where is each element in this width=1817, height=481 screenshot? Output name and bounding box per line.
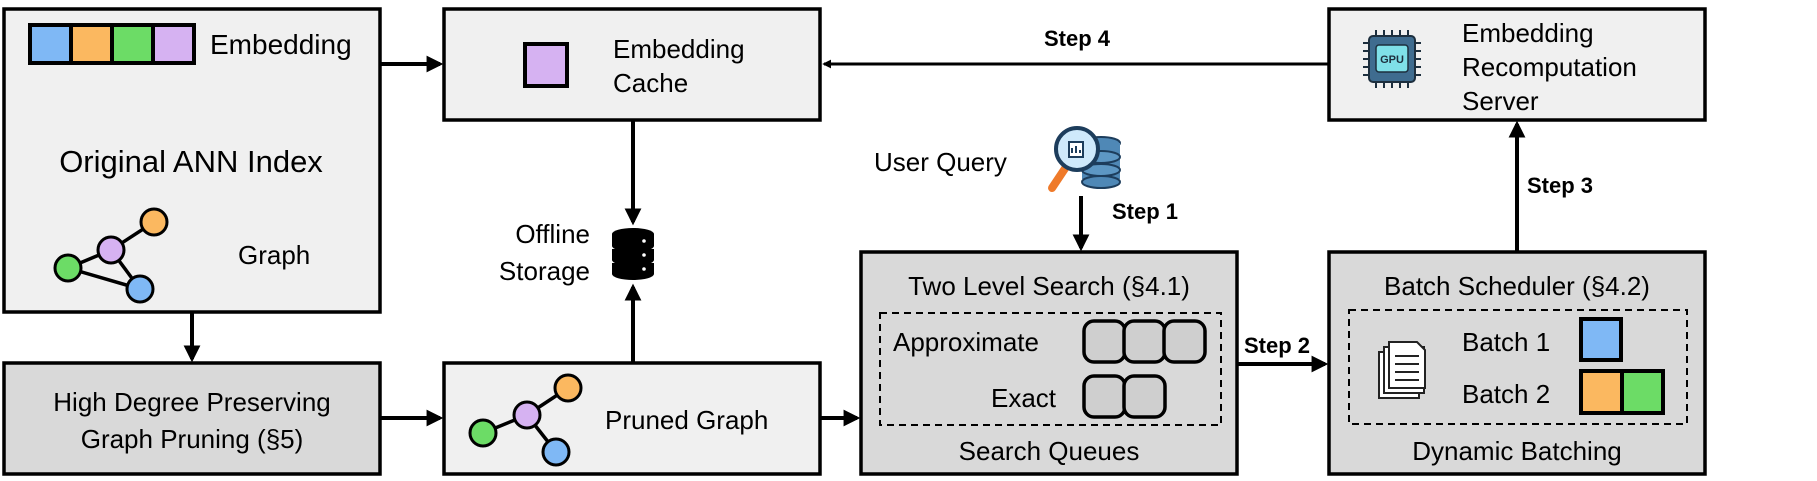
pruning-title-line1: High Degree Preserving [53, 387, 330, 417]
original-ann-index-box: Embedding Original ANN Index Graph [2, 7, 382, 314]
storage-label-line1: Offline [515, 219, 590, 249]
step1-label: Step 1 [1112, 199, 1178, 224]
exact-queue [1082, 374, 1167, 419]
gpu-chip-icon: GPU [1363, 30, 1421, 88]
search-queues-frame [879, 312, 1222, 426]
dynamic-batching-label: Dynamic Batching [1412, 436, 1622, 466]
approximate-label: Approximate [893, 327, 1039, 357]
pruned-graph-icon [468, 373, 583, 467]
dynamic-batching-frame [1348, 309, 1688, 425]
batch-scheduler-box: Batch Scheduler (§4.2) Batch 1 Batch 2 D… [1327, 250, 1707, 476]
batch2-block [1579, 369, 1665, 415]
two-level-search-box: Two Level Search (§4.1) Approximate Exac… [859, 250, 1239, 476]
step4-label: Step 4 [1044, 26, 1111, 51]
graph-pruning-box: High Degree Preserving Graph Pruning (§5… [2, 361, 382, 476]
batch2-label: Batch 2 [1462, 379, 1550, 409]
server-label-line3: Server [1462, 86, 1539, 116]
recomputation-server-box: GPU Embedding Recomputation Server [1327, 7, 1707, 122]
two-level-search-title: Two Level Search (§4.1) [908, 271, 1190, 301]
cache-label-line2: Cache [613, 68, 688, 98]
cached-embedding-icon [523, 42, 569, 88]
database-icon [612, 228, 654, 280]
step2-label: Step 2 [1244, 333, 1310, 358]
batch-scheduler-title: Batch Scheduler (§4.2) [1384, 271, 1650, 301]
batch1-block [1579, 317, 1623, 362]
cache-label-line1: Embedding [613, 34, 745, 64]
user-query: User Query [874, 126, 1121, 192]
embedding-vector-icon [28, 23, 196, 65]
batch1-label: Batch 1 [1462, 327, 1550, 357]
search-database-icon [1048, 126, 1121, 192]
pruned-graph-box: Pruned Graph [442, 361, 822, 476]
approximate-queue [1082, 319, 1207, 364]
step3-label: Step 3 [1527, 173, 1593, 198]
graph-label: Graph [238, 240, 310, 270]
graph-icon [53, 207, 169, 304]
original-ann-index-title: Original ANN Index [59, 144, 323, 179]
embedding-cache-box: Embedding Cache [442, 7, 822, 122]
embedding-label: Embedding [210, 29, 352, 60]
server-label-line2: Recomputation [1462, 52, 1637, 82]
user-query-label: User Query [874, 147, 1007, 177]
server-label-line1: Embedding [1462, 18, 1594, 48]
exact-label: Exact [991, 383, 1057, 413]
documents-icon [1378, 341, 1426, 399]
search-queues-label: Search Queues [959, 436, 1140, 466]
storage-label-line2: Storage [499, 256, 590, 286]
gpu-chip-text: GPU [1380, 54, 1404, 66]
pruning-title-line2: Graph Pruning (§5) [81, 424, 304, 454]
pruned-graph-label: Pruned Graph [605, 405, 768, 435]
offline-storage: Offline Storage [499, 219, 654, 286]
